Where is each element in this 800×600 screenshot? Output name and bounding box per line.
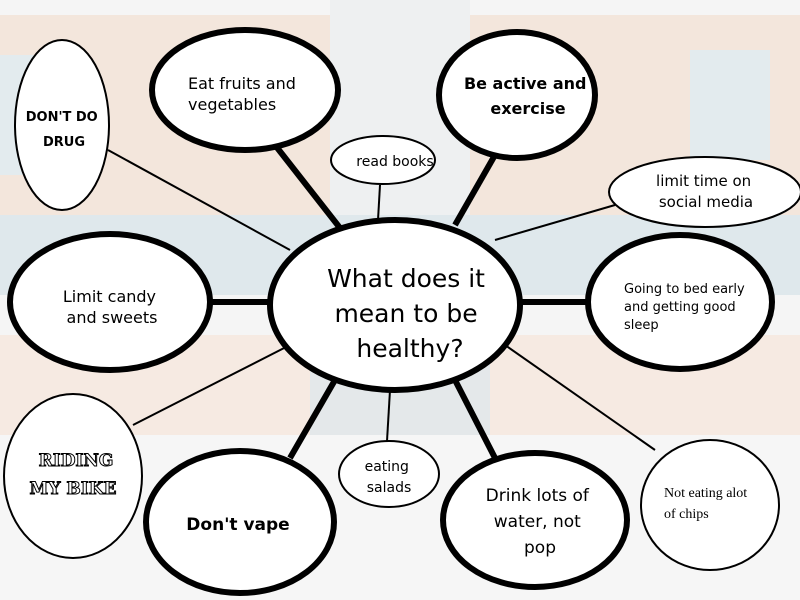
- center-text-line: What does it: [327, 264, 485, 293]
- node-eat-fruits: Eat fruits and vegetables: [149, 27, 341, 153]
- node-eating-salads: eating salads: [338, 440, 440, 508]
- node-text: Be active and: [464, 74, 587, 93]
- node-text: water, not: [494, 512, 581, 532]
- node-text: social media: [659, 193, 753, 211]
- node-text: limit time on: [656, 172, 751, 190]
- svg-text:Limit candy and sweets: Limit candy and sweets: [63, 287, 161, 327]
- svg-text:read books: read books: [356, 154, 433, 170]
- node-text: Don't vape: [186, 515, 289, 535]
- node-not-chips: Not eating alot of chips: [640, 439, 780, 571]
- node-text: DRUG: [43, 135, 85, 150]
- node-text: eating: [365, 459, 409, 475]
- node-text: RIDING: [39, 451, 114, 471]
- node-text: of chips: [664, 507, 709, 522]
- node-limit-social: limit time on social media: [608, 156, 800, 228]
- svg-text:eating salads: eating salads: [365, 459, 414, 496]
- node-riding-bike: RIDING MY BIKE: [3, 393, 143, 559]
- node-be-active: Be active and exercise: [436, 29, 598, 161]
- svg-text:What does it mean to be: What does it mean to be healthy?: [327, 264, 493, 363]
- node-text: exercise: [490, 99, 565, 118]
- node-text: pop: [524, 538, 556, 558]
- center-node: What does it mean to be healthy?: [267, 217, 523, 393]
- node-bed-early: Going to bed early and getting good slee…: [585, 232, 775, 372]
- svg-text:Not eating alot of chips: Not eating alot of chips: [664, 486, 751, 522]
- center-text-line: healthy?: [356, 334, 463, 363]
- node-text: read books: [356, 154, 433, 170]
- node-dont-do-drug: DON'T DO DRUG: [14, 39, 110, 211]
- svg-text:Drink lots of water, not: Drink lots of water, not pop: [486, 486, 595, 558]
- node-drink-water: Drink lots of water, not pop: [440, 450, 630, 590]
- node-text: and getting good: [624, 300, 736, 315]
- node-text: salads: [367, 480, 412, 496]
- center-text-line: mean to be: [334, 299, 477, 328]
- node-text: sleep: [624, 318, 659, 333]
- node-limit-candy: Limit candy and sweets: [7, 231, 213, 373]
- node-text: Going to bed early: [624, 282, 745, 297]
- node-text: Limit candy: [63, 287, 156, 306]
- node-text: DON'T DO: [26, 110, 98, 125]
- node-text: and sweets: [67, 308, 158, 327]
- node-read-books: read books: [330, 135, 436, 185]
- node-text: Eat fruits and: [188, 74, 296, 93]
- svg-text:Eat fruits and vegetable: Eat fruits and vegetables: [188, 74, 301, 114]
- svg-text:Be active and exercise: Be active and exercise: [464, 74, 592, 118]
- svg-text:DON'T DO DRUG: DON'T DO DRUG: [26, 110, 102, 150]
- svg-text:Don't vape: Don't vape: [186, 515, 289, 535]
- node-text: MY BIKE: [30, 479, 117, 499]
- connectors: [107, 143, 656, 460]
- node-text: Drink lots of: [486, 486, 590, 506]
- svg-text:RIDING MY BIKE: RIDING MY BIKE: [30, 451, 120, 499]
- node-text: Not eating alot: [664, 486, 747, 501]
- svg-text:limit time on social med: limit time on social media: [656, 172, 756, 211]
- node-text: vegetables: [188, 95, 276, 114]
- svg-text:Going to bed early and g: Going to bed early and getting good slee…: [624, 282, 749, 333]
- node-dont-vape: Don't vape: [143, 448, 337, 596]
